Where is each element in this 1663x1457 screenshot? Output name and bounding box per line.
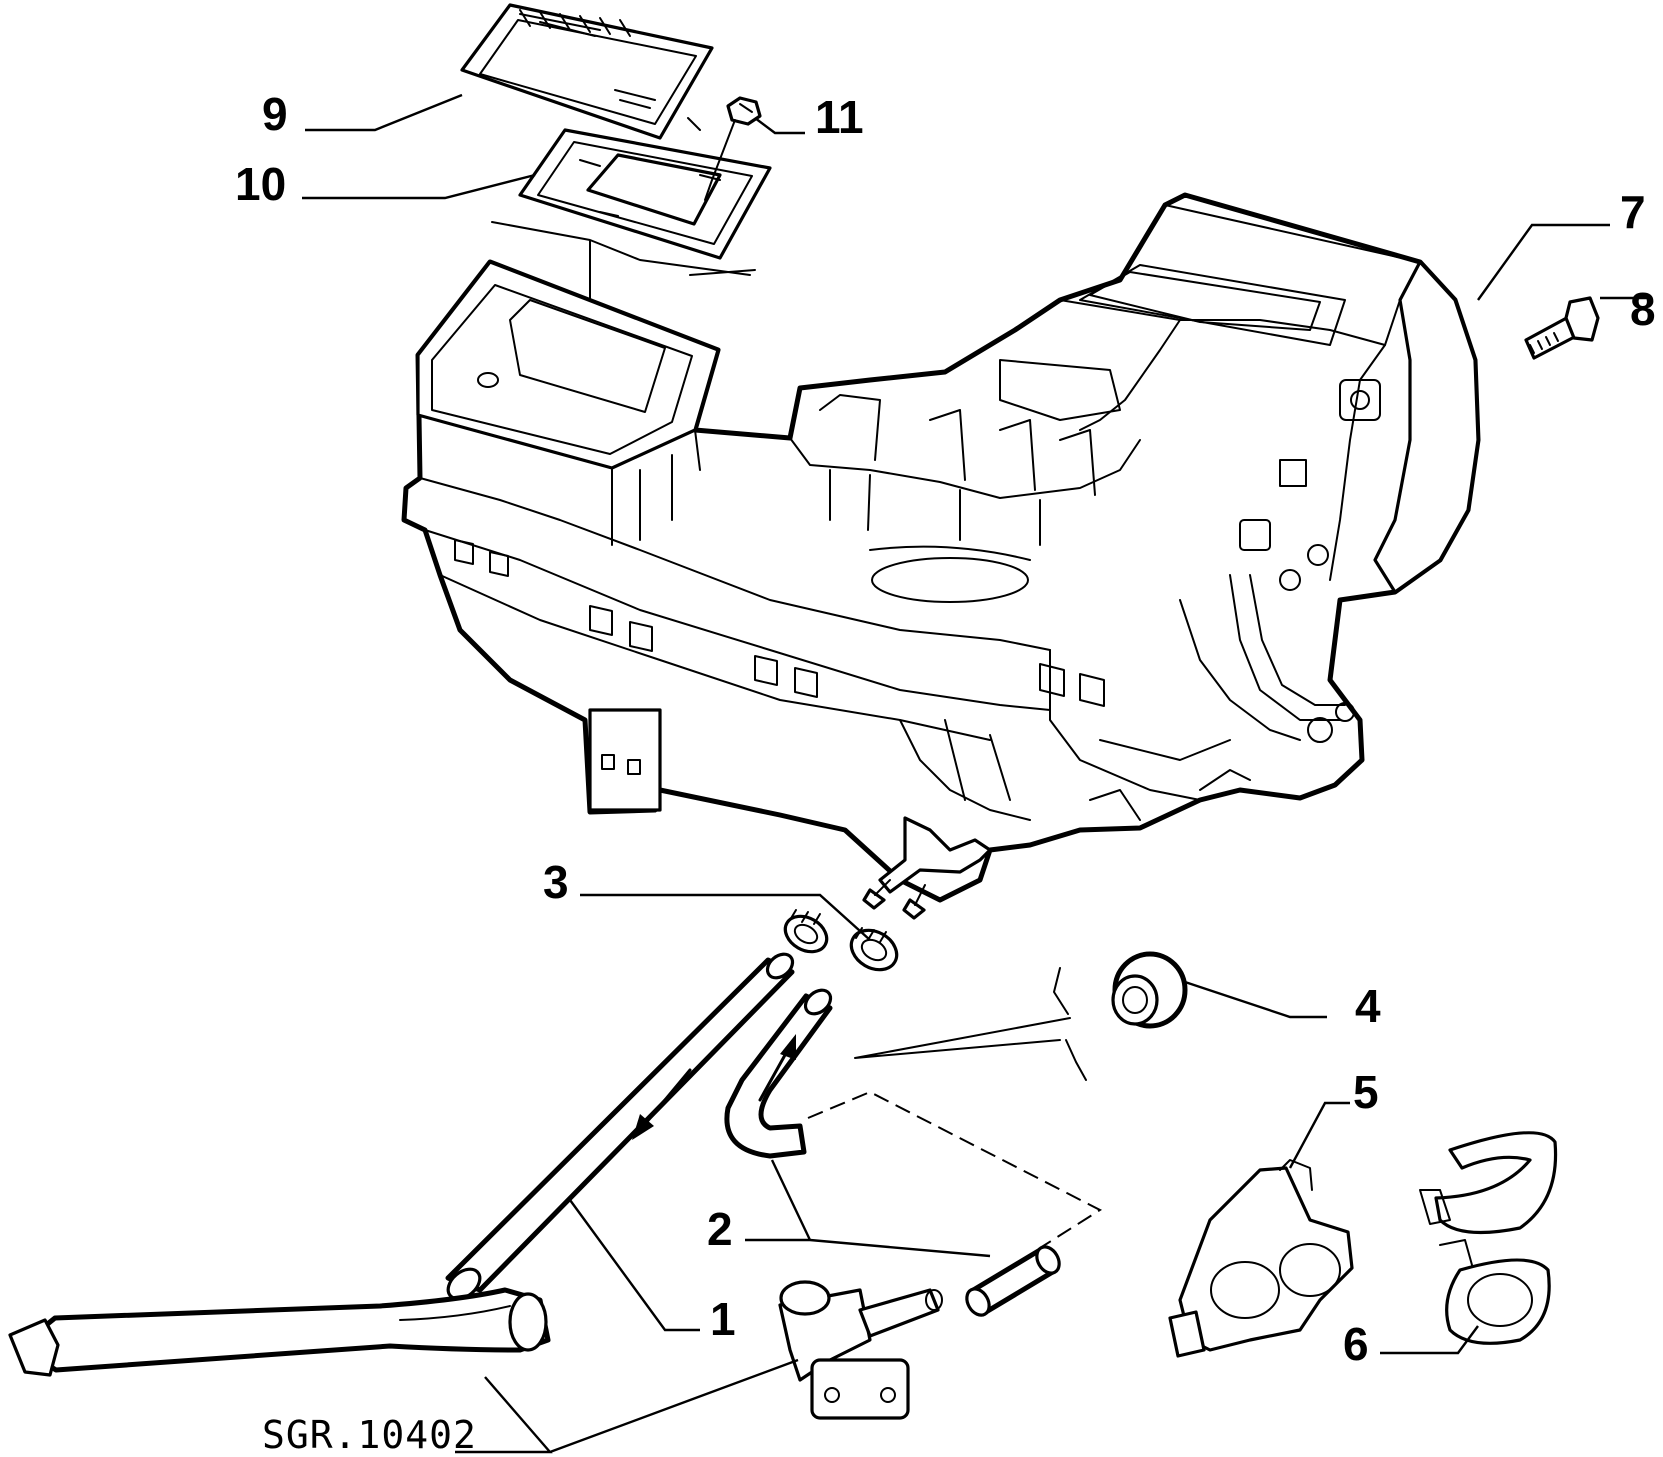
seal-grommet-part <box>1111 951 1188 1029</box>
retaining-clip-part <box>687 96 762 201</box>
screw-part <box>1524 296 1600 360</box>
callout-9: 9 <box>262 88 288 140</box>
leader-11 <box>754 117 805 135</box>
callout-8: 8 <box>1630 283 1656 335</box>
leader-3 <box>580 893 871 941</box>
return-hose-part <box>724 988 1061 1317</box>
drawing-reference-code: SGR.10402 <box>262 1413 477 1457</box>
heater-hose-part <box>445 952 795 1301</box>
leader-ref <box>455 1358 799 1454</box>
leader-2 <box>745 1159 991 1258</box>
leader-1 <box>569 1199 700 1332</box>
leader-5 <box>1288 1101 1350 1169</box>
callout-2: 2 <box>707 1203 733 1255</box>
callout-4: 4 <box>1355 980 1381 1032</box>
leader-7 <box>1477 223 1610 301</box>
callout-5: 5 <box>1353 1066 1379 1118</box>
callout-11: 11 <box>815 91 864 143</box>
filter-frame-part <box>518 128 772 260</box>
leader-9 <box>305 93 463 132</box>
callout-6: 6 <box>1343 1318 1369 1370</box>
heater-housing-part <box>401 192 1481 903</box>
leader-6 <box>1380 1325 1479 1355</box>
double-clip-part <box>1419 1131 1558 1345</box>
callout-10: 10 <box>235 158 286 210</box>
hose-clamps-part <box>783 909 899 972</box>
callout-3: 3 <box>543 856 569 908</box>
drain-studs-part <box>862 816 992 920</box>
heater-pipe-assembly-part <box>8 1280 943 1420</box>
callout-7: 7 <box>1620 186 1646 238</box>
callout-1: 1 <box>710 1293 736 1345</box>
leader-10 <box>302 173 536 200</box>
leader-4 <box>1184 980 1327 1019</box>
filter-cover-part <box>460 3 714 140</box>
pipe-bracket-part <box>1168 1159 1354 1358</box>
